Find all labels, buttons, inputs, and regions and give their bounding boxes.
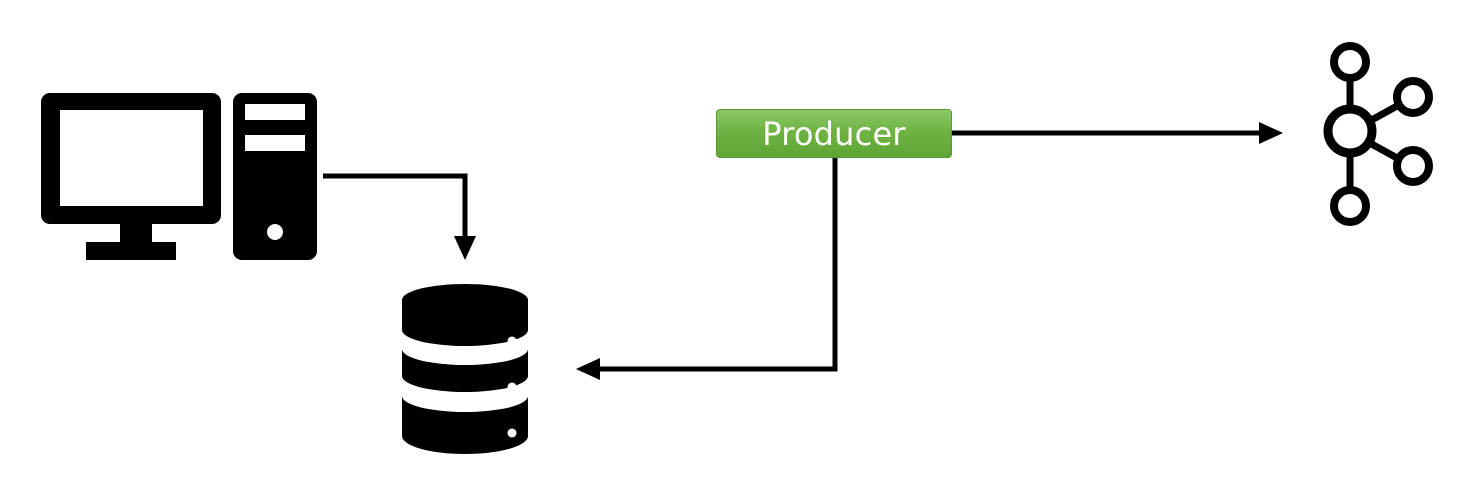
connector-producer-to-kafka	[952, 122, 1283, 144]
monitor-icon	[41, 93, 221, 260]
arrowhead	[1259, 122, 1283, 144]
arrowhead	[454, 236, 476, 260]
desktop-computer-icon	[41, 93, 317, 260]
database-icon	[402, 284, 528, 454]
producer-node: Producer	[716, 109, 952, 158]
connector-computer-to-database	[323, 173, 476, 260]
producer-label: Producer	[762, 114, 906, 153]
connector-producer-to-database	[576, 158, 838, 380]
kafka-icon	[1323, 42, 1433, 226]
tower-icon	[233, 93, 317, 260]
arrowhead	[576, 358, 600, 380]
